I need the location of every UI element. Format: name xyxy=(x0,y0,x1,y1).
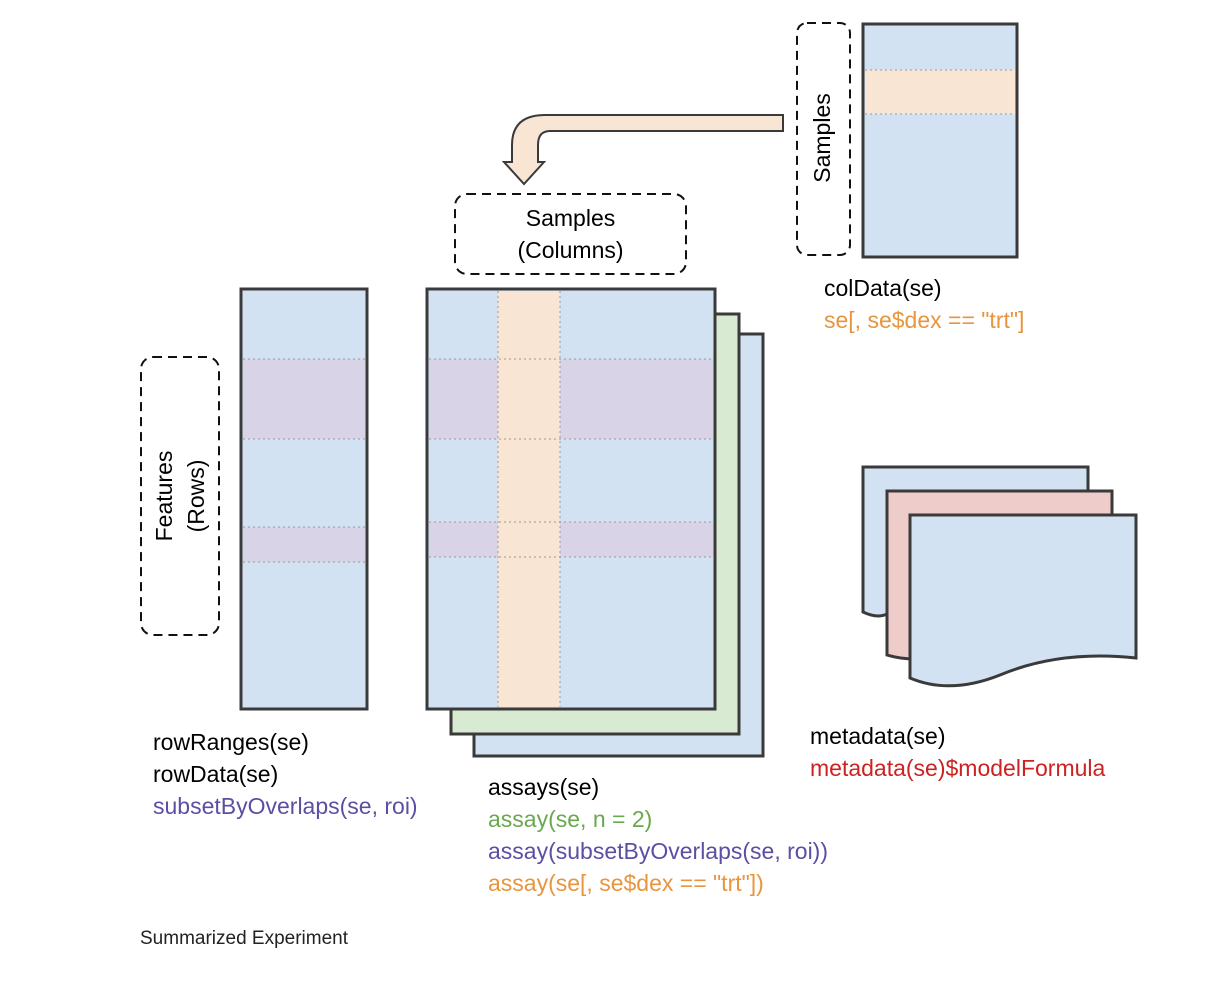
subset-by-overlaps: subsetByOverlaps(se, roi) xyxy=(153,793,418,819)
assays-stack xyxy=(425,287,765,758)
assay-layer-front xyxy=(425,287,717,711)
features-rows-label: Features (Rows) xyxy=(148,376,212,616)
assay-subset-trt: assay(se[, se$dex == "trt"]) xyxy=(488,870,764,896)
assay-subset-overlaps: assay(subsetByOverlaps(se, roi)) xyxy=(488,838,828,864)
features-line1: Features xyxy=(151,450,177,542)
rowdata-accessor: rowData(se) xyxy=(153,761,279,787)
footer-caption: Summarized Experiment xyxy=(140,928,349,949)
features-line2: (Rows) xyxy=(183,459,209,533)
metadata-doc-front xyxy=(908,513,1138,688)
samples-columns-label: Samples (Columns) xyxy=(455,202,686,266)
curved-arrow xyxy=(501,114,784,186)
samples-vertical-dashed-box xyxy=(796,22,851,256)
samples-columns-line1: Samples xyxy=(525,205,616,231)
rowdata-matrix xyxy=(239,287,369,711)
samples-columns-line2: (Columns) xyxy=(517,237,624,263)
assays-accessor: assays(se) xyxy=(488,774,600,800)
features-rows-dashed-box xyxy=(140,356,220,636)
metadata-accessor: metadata(se) xyxy=(810,723,946,749)
coldata-subset: se[, se$dex == "trt"] xyxy=(824,307,1025,333)
metadata-model-formula: metadata(se)$modelFormula xyxy=(810,755,1106,781)
assay-n-2: assay(se, n = 2) xyxy=(488,806,653,832)
samples-vertical-label: Samples xyxy=(809,93,835,183)
coldata-matrix xyxy=(861,22,1019,259)
rowranges-accessor: rowRanges(se) xyxy=(153,729,309,755)
metadata-documents xyxy=(861,465,1138,688)
coldata-accessor: colData(se) xyxy=(824,275,942,301)
